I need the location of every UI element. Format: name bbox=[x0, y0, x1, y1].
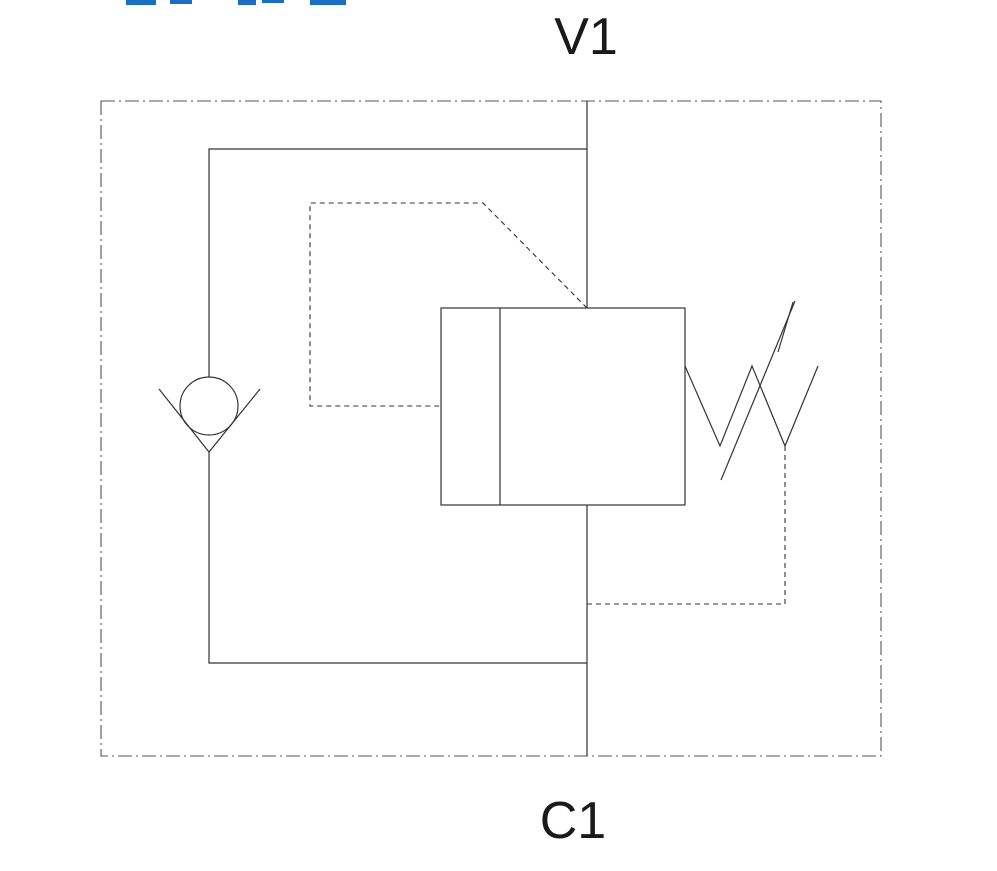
port-label-v1: V1 bbox=[554, 8, 618, 66]
valve-enclosure bbox=[100, 100, 882, 757]
cutoff-heading-fragment bbox=[126, 0, 346, 5]
bypass-line-upper bbox=[208, 148, 587, 377]
valve-body bbox=[440, 307, 686, 506]
adjustable-spring-symbol bbox=[684, 300, 819, 481]
check-valve-symbol bbox=[158, 376, 261, 453]
pilot-line bbox=[309, 202, 588, 407]
drain-line bbox=[587, 446, 786, 605]
port-label-c1: C1 bbox=[540, 792, 606, 850]
bypass-line-lower bbox=[208, 452, 587, 664]
